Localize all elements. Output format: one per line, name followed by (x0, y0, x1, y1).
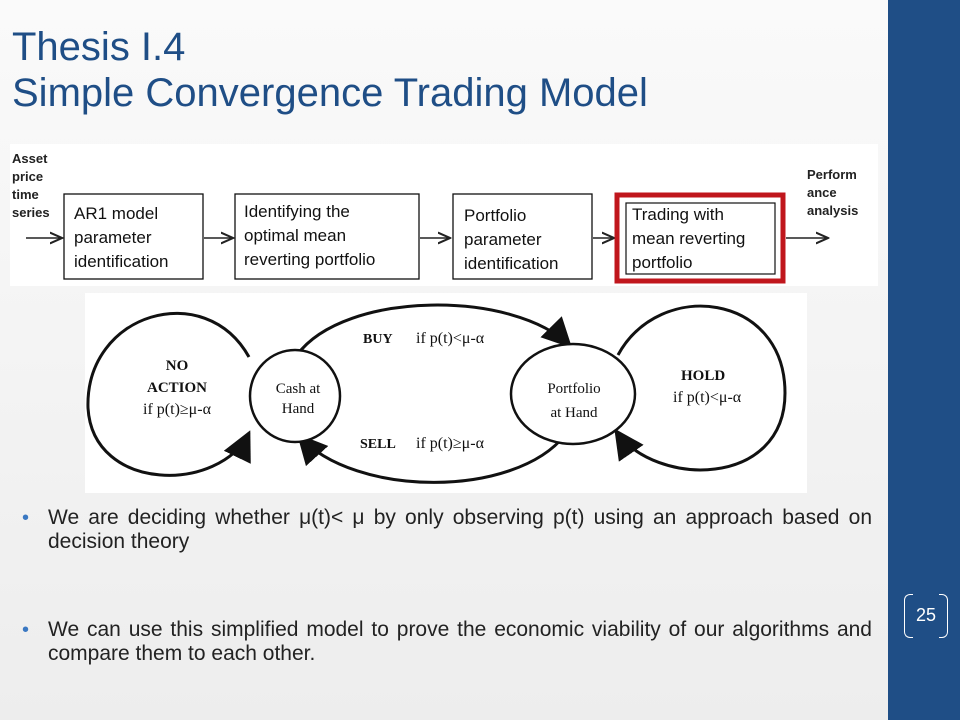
buy-transition-arrow (295, 303, 573, 356)
flow-step-trading-line-0: Trading with (632, 205, 724, 224)
no-action-loop-arrow (86, 311, 251, 477)
buy-label: BUY (363, 332, 393, 347)
input-label-line-1: price (12, 169, 43, 184)
bullet-item: • We are deciding whether μ(t)< μ by onl… (22, 506, 872, 554)
bullet-item: • We can use this simplified model to pr… (22, 618, 872, 666)
flow-step-optimal-portfolio-line-0: Identifying the (244, 202, 350, 221)
cash-state-line-0: Cash at (276, 381, 321, 397)
cash-at-hand-state (248, 348, 342, 444)
bullet-dot-icon: • (22, 619, 30, 641)
flow-step-portfolio-params (452, 193, 593, 280)
input-label-line-0: Asset (12, 151, 48, 166)
page-number: 25 (915, 605, 937, 625)
process-flow-panel: Asset price time series AR1 model parame… (10, 144, 878, 286)
hold-title: HOLD (681, 368, 725, 384)
flow-step-optimal-portfolio-line-1: optimal mean (244, 226, 346, 245)
output-label-line-1: ance (807, 185, 837, 200)
flow-step-portfolio-params-line-2: identification (464, 254, 559, 273)
sell-label: SELL (360, 437, 396, 452)
flow-step-ar1-line-0: AR1 model (74, 204, 158, 223)
portfolio-at-hand-state (509, 342, 637, 446)
no-action-title-line-1: ACTION (147, 380, 207, 396)
no-action-title-line-0: NO (166, 358, 189, 374)
state-diagram-panel: Cash at Hand Portfolio at Hand NO ACTION… (85, 293, 807, 493)
bullet-list: • We are deciding whether μ(t)< μ by onl… (22, 506, 872, 666)
hold-loop-arrow (614, 304, 787, 472)
flow-step-trading (625, 202, 776, 275)
state-transition-diagram: Cash at Hand Portfolio at Hand NO ACTION… (86, 303, 787, 484)
bullet-dot-icon: • (22, 507, 30, 529)
side-bar (888, 0, 960, 720)
flow-step-trading-highlight (614, 192, 786, 284)
flow-step-trading-line-2: portfolio (632, 253, 692, 272)
no-action-condition: if p(t)≥μ-α (143, 401, 212, 418)
right-bracket-shape (939, 594, 948, 638)
cash-state-line-1: Hand (282, 401, 315, 417)
flow-step-portfolio-params-line-1: parameter (464, 230, 542, 249)
bullet-text: We can use this simplified model to prov… (48, 618, 872, 665)
flow-step-ar1-line-1: parameter (74, 228, 152, 247)
flow-step-ar1 (63, 193, 204, 280)
flow-step-ar1-line-2: identification (74, 252, 169, 271)
flow-step-optimal-portfolio (234, 193, 420, 280)
title-line-2: Simple Convergence Trading Model (12, 71, 648, 115)
hold-condition: if p(t)<μ-α (673, 389, 742, 406)
flow-step-trading-line-1: mean reverting (632, 229, 745, 248)
process-flow-diagram: Asset price time series AR1 model parame… (12, 151, 858, 284)
portfolio-state-line-1: at Hand (550, 405, 598, 421)
title-line-1: Thesis I.4 (12, 25, 186, 69)
flow-step-optimal-portfolio-line-2: reverting portfolio (244, 250, 375, 269)
flow-step-portfolio-params-line-0: Portfolio (464, 206, 526, 225)
slide-title: Thesis I.4 Simple Convergence Trading Mo… (12, 24, 648, 116)
sell-transition-arrow (296, 433, 567, 484)
input-label-line-2: time (12, 187, 39, 202)
input-label-line-3: series (12, 205, 50, 220)
output-label-line-0: Perform (807, 167, 857, 182)
left-bracket-shape (904, 594, 913, 638)
page-number-badge: 25 (904, 594, 948, 638)
sell-condition: if p(t)≥μ-α (416, 435, 485, 452)
bullet-text: We are deciding whether μ(t)< μ by only … (48, 506, 872, 553)
buy-condition: if p(t)<μ-α (416, 330, 485, 347)
portfolio-state-line-0: Portfolio (547, 381, 600, 397)
output-label-line-2: analysis (807, 203, 858, 218)
